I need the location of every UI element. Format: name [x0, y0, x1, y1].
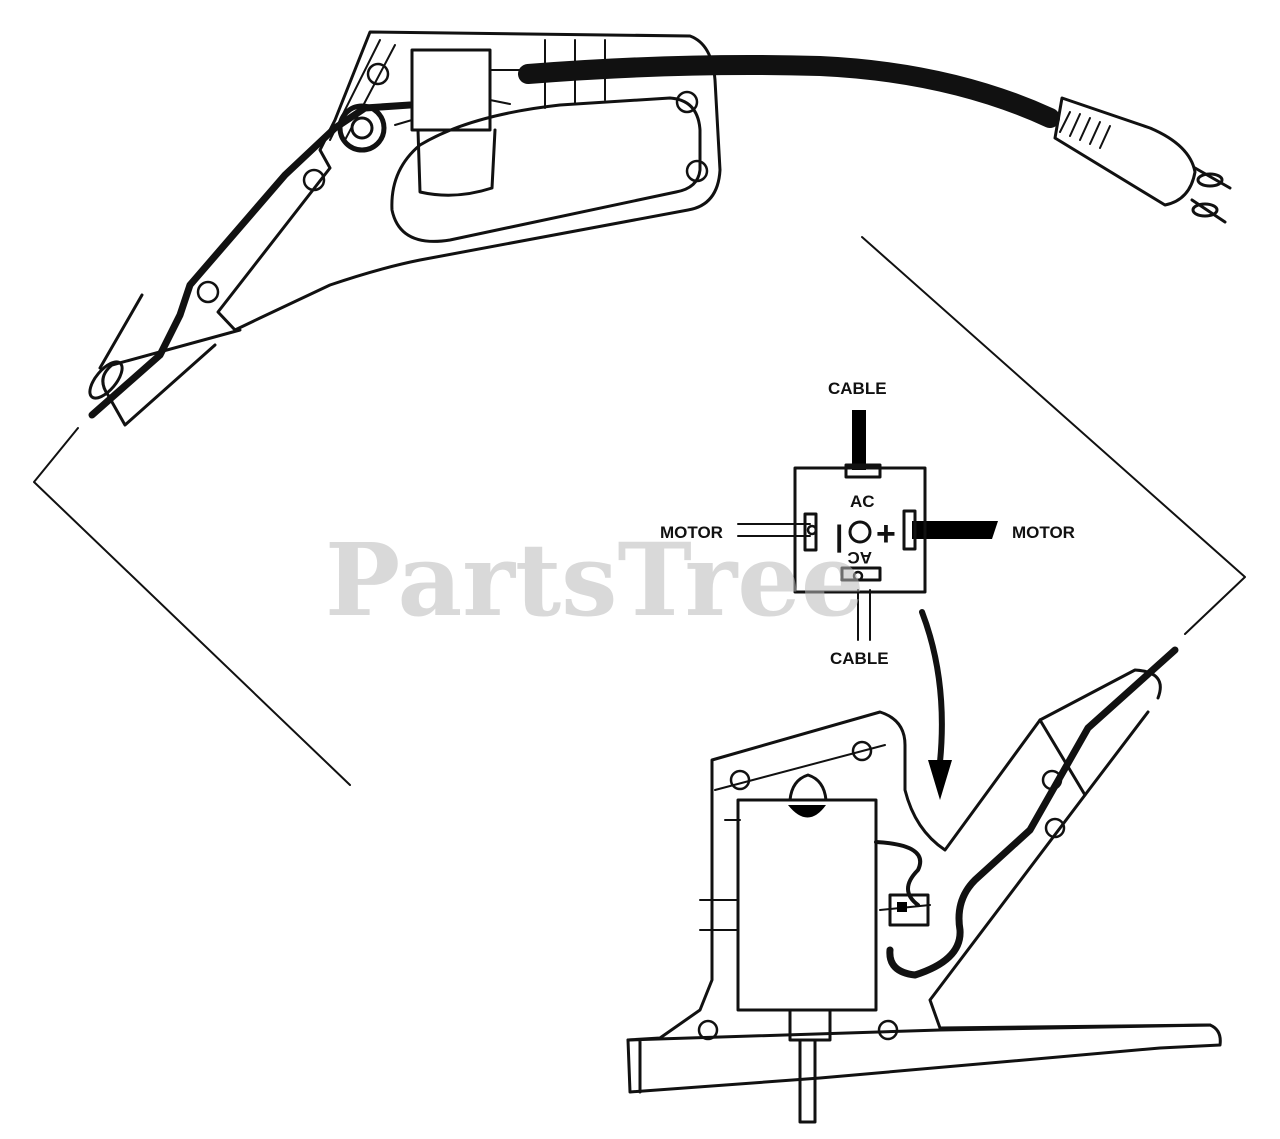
internal-cable: [88, 101, 414, 419]
housing-cable: [886, 646, 1179, 979]
terminal-motor-right: [902, 509, 917, 551]
cable-wire-bottom: [857, 589, 871, 641]
arrow-icon: [919, 609, 952, 800]
label-cable-top: CABLE: [828, 379, 887, 398]
screw-icon: [1044, 817, 1066, 839]
center-hole-icon: [848, 520, 872, 544]
switch-block: [410, 48, 492, 132]
housing-outline: [626, 710, 1222, 1094]
screw-icon: [877, 1019, 899, 1041]
label-ac-bottom: AC: [847, 548, 872, 567]
housing-extension-tube: [1038, 668, 1162, 797]
watermark-text: PartsTree: [325, 521, 865, 639]
switch-trigger: [416, 128, 497, 197]
terminal-block: [793, 466, 927, 594]
screw-icon: [675, 90, 699, 114]
label-cable-bottom: CABLE: [830, 649, 889, 668]
terminal-block-detail: | + CABLE CABLE MOTOR MOTOR AC AC: [660, 379, 1075, 668]
screw-icon: [851, 740, 873, 762]
extension-tube: [98, 293, 242, 427]
power-cord: [518, 55, 1060, 128]
motor-wire-right: [912, 521, 998, 539]
screw-icon: [697, 1019, 719, 1041]
top-handle-assembly: [88, 30, 1232, 427]
motor-body: [736, 798, 878, 1012]
cable-wire-top: [852, 410, 866, 470]
label-ac-top: AC: [850, 492, 875, 511]
screw-icon: [685, 159, 709, 183]
terminal-ac-top: [844, 463, 882, 479]
screw-icon: [196, 280, 220, 304]
housing-terminal-block: [888, 893, 930, 927]
screw-icon: [729, 769, 751, 791]
minus-symbol: |: [835, 520, 843, 553]
callout-frame: [33, 236, 1246, 786]
motor-wire-left: [737, 523, 811, 537]
label-motor-right: MOTOR: [1012, 523, 1075, 542]
plug-icon: [1053, 96, 1232, 224]
plus-symbol: +: [876, 515, 896, 553]
housing-base: [626, 1023, 1212, 1094]
screw-icon: [302, 168, 326, 192]
motor-shaft: [788, 1008, 832, 1124]
screw-icon: [366, 62, 390, 86]
handle-grip-opening: [390, 96, 702, 243]
motor-brush-icon: [788, 805, 826, 818]
motor-housing-assembly: [626, 646, 1222, 1124]
label-motor-left: MOTOR: [660, 523, 723, 542]
